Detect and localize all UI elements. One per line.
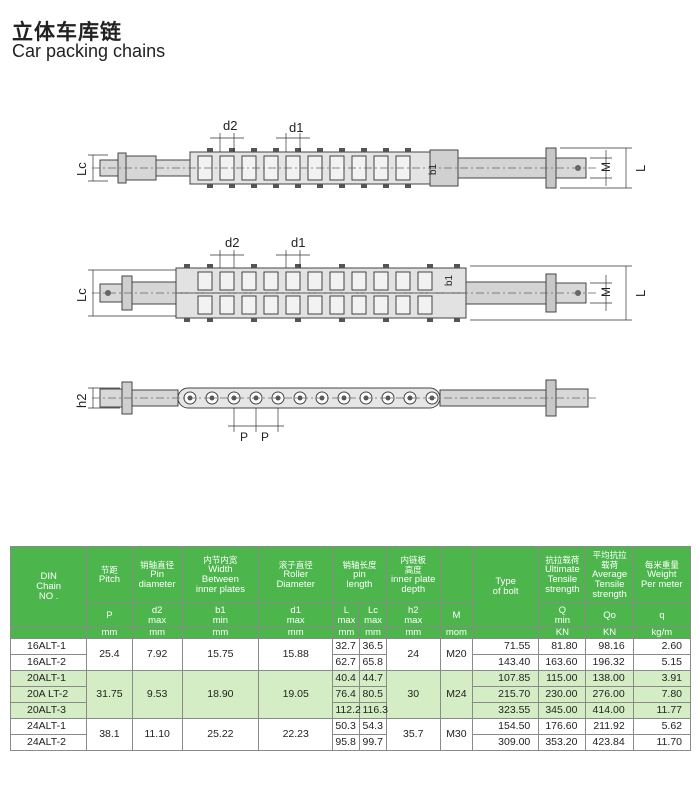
table-row: 24ALT-2 95.8 99.7 309.00 353.20 423.84 1… [9,734,692,751]
dim-P-1: P [240,430,248,444]
title-english: Car packing chains [12,41,166,61]
table-row: 24ALT-1 38.1 11.10 25.22 22.23 50.3 54.3… [9,718,692,751]
dim-d2-fig2: d2 [225,235,239,250]
dim-P-2: P [261,430,269,444]
dim-d1-fig2: d1 [291,235,305,250]
dim-M-fig1: M [599,162,613,172]
dim-d2-fig1: d2 [223,118,237,133]
dim-d1-fig1: d1 [289,120,303,135]
figure-double-strand: d2 d1 Lc b1 M L [74,235,648,322]
table-row: 20ALT-3 112.2 116.3 323.55 345.00 414.00… [9,702,692,719]
dim-Lc-fig2: Lc [74,288,89,302]
header-din: DIN Chain NO . [9,546,88,628]
dim-L-fig1: L [633,165,648,172]
table-row: 16ALT-1 25.4 7.92 15.75 15.88 32.7 36.5 … [9,638,692,671]
figure-single-strand: d2 d1 Lc b1 M L [74,118,648,189]
title-chinese: 立体车库链 [12,20,122,44]
chain-technical-drawing: d2 d1 Lc b1 M L [74,118,648,444]
dim-Lc-fig1: Lc [74,162,89,176]
table-row: 20ALT-1 31.75 9.53 18.90 19.05 40.4 44.7… [9,670,692,719]
dim-b1-fig2: b1 [444,274,455,286]
table-row: 20A LT-2 76.4 80.5 215.70 230.00 276.00 … [9,686,692,703]
figure-side-view: h2 P P [74,379,598,444]
dim-L-fig2: L [633,290,648,297]
dim-h2: h2 [74,394,89,408]
dim-M-fig2: M [599,287,613,297]
table-row: 16ALT-2 62.7 65.8 143.40 163.60 196.32 5… [9,654,692,671]
dim-b1-fig1: b1 [428,163,439,175]
